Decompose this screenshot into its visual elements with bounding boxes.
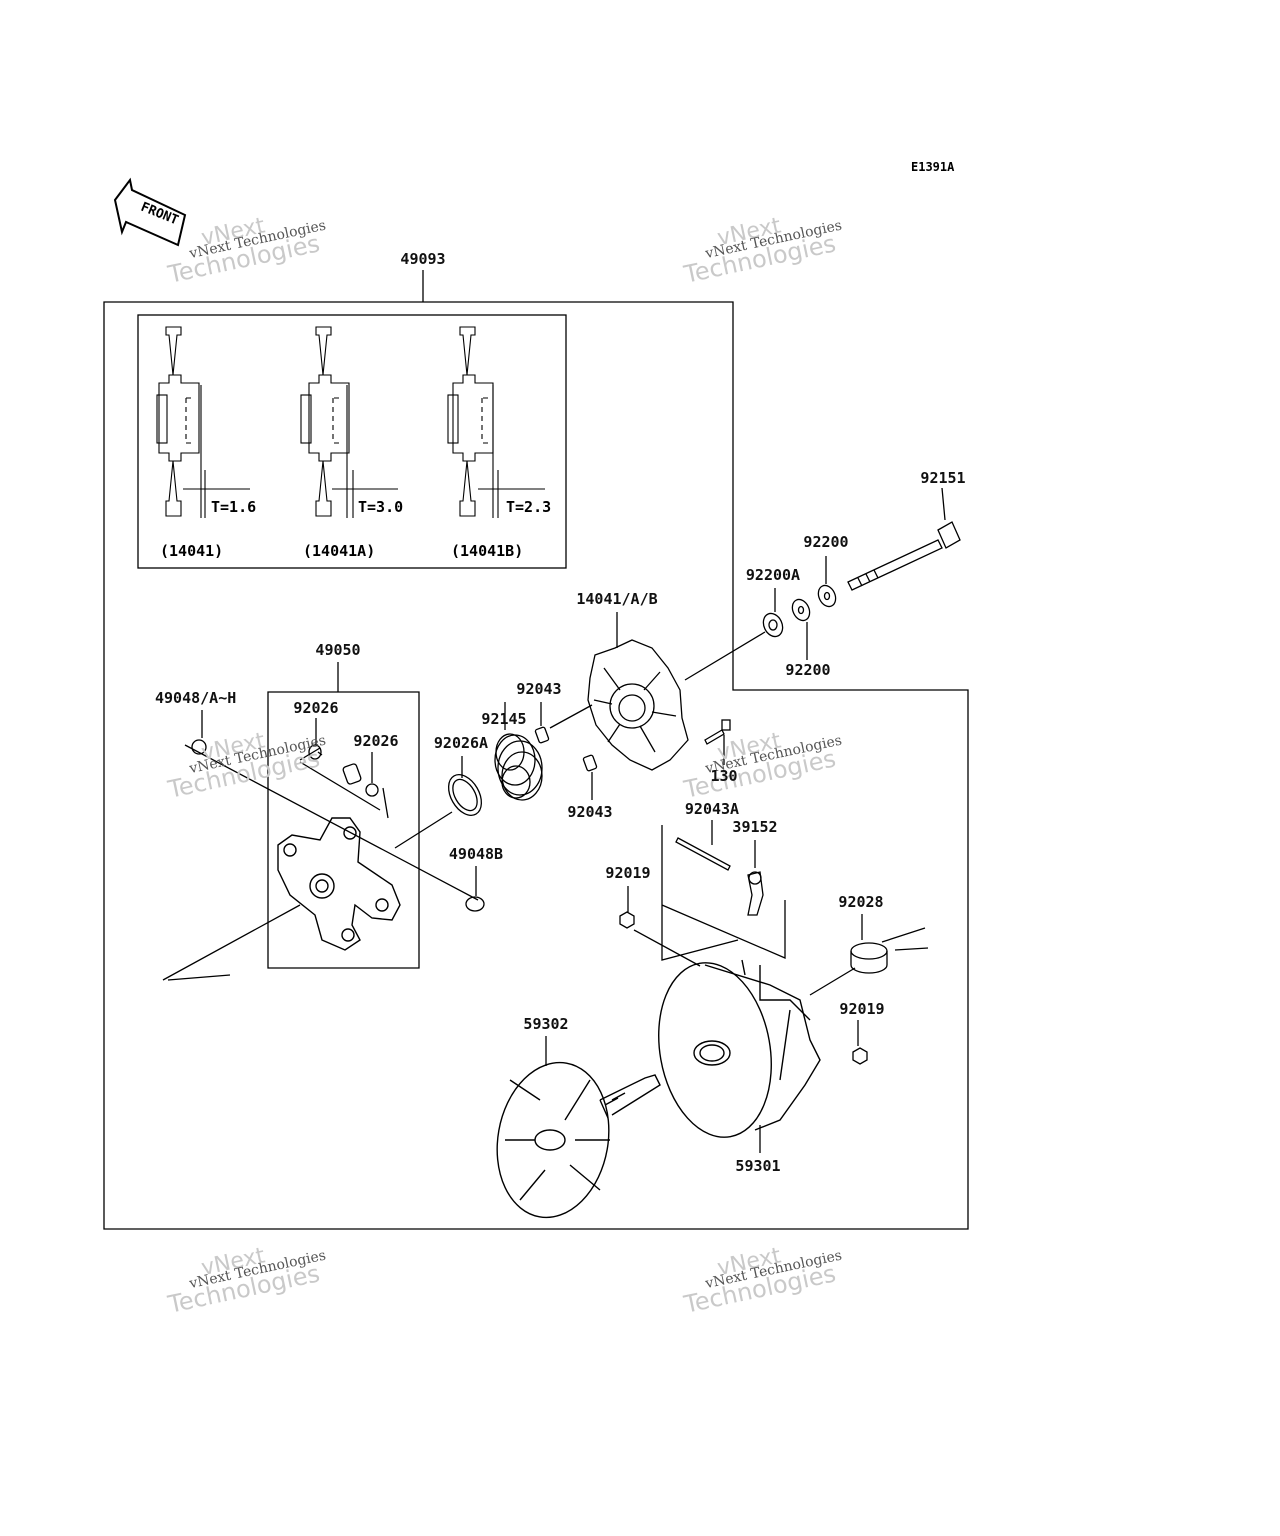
- callout-49050[interactable]: 49050: [315, 641, 361, 659]
- callout-92200-bottom[interactable]: 92200: [785, 661, 831, 679]
- bushing-92026: [342, 763, 362, 785]
- screw-130: [704, 719, 731, 745]
- bushing-92200A: [762, 612, 784, 638]
- shaft-92043A: [675, 837, 731, 871]
- callout-92200A[interactable]: 92200A: [745, 566, 801, 584]
- inset-section-14041B: [447, 326, 545, 518]
- callout-130[interactable]: 130: [710, 767, 738, 785]
- callout-92026-b[interactable]: 92026: [353, 732, 399, 750]
- callout-92043-bottom[interactable]: 92043: [567, 803, 613, 821]
- inset-part-3: (14041B): [451, 542, 524, 560]
- callout-92043-top[interactable]: 92043: [516, 680, 562, 698]
- inset-box: [137, 314, 567, 569]
- diagram-code: E1391A: [911, 160, 955, 174]
- callout-59302[interactable]: 59302: [523, 1015, 569, 1033]
- callout-49048[interactable]: 49048/A~H: [155, 689, 237, 707]
- bolt-92151: [847, 521, 961, 591]
- bushing-92028: [850, 942, 888, 974]
- inset-part-1: (14041): [160, 542, 224, 560]
- inset-section-14041: [156, 326, 250, 518]
- callout-92200-top[interactable]: 92200: [803, 533, 849, 551]
- callout-39152[interactable]: 39152: [732, 818, 778, 836]
- callout-49048B[interactable]: 49048B: [448, 845, 504, 863]
- inset-section-14041A: [300, 326, 398, 518]
- callout-59301[interactable]: 59301: [735, 1157, 781, 1175]
- spider-14041: [587, 639, 689, 771]
- callout-92019-a[interactable]: 92019: [605, 864, 651, 882]
- weight-49048B: [465, 896, 485, 912]
- washer-92200-bottom: [791, 598, 811, 622]
- callout-92043A[interactable]: 92043A: [684, 800, 740, 818]
- cam-arm-49050: [277, 817, 401, 951]
- nut-92019-b: [852, 1047, 868, 1065]
- inset-thickness-1: T=1.6: [211, 498, 257, 516]
- spring-92145: [494, 733, 543, 801]
- callout-92026A[interactable]: 92026A: [433, 734, 489, 752]
- callout-92026-a[interactable]: 92026: [293, 699, 339, 717]
- assembly-outline: [103, 301, 969, 1230]
- inset-part-2: (14041A): [303, 542, 376, 560]
- washer-92026-b: [365, 783, 379, 797]
- pin-92043-top: [534, 726, 550, 744]
- callout-92028[interactable]: 92028: [838, 893, 884, 911]
- inset-thickness-2: T=3.0: [358, 498, 404, 516]
- washer-92026-a: [308, 744, 322, 760]
- sheave-59302: [496, 1061, 661, 1219]
- inset-thickness-3: T=2.3: [506, 498, 552, 516]
- sheave-59301: [658, 959, 821, 1138]
- pin-92043-bottom: [582, 754, 598, 772]
- washer-92026A: [447, 774, 483, 816]
- front-label: FRONT: [139, 200, 181, 229]
- weight-49048: [191, 739, 207, 755]
- callout-92019-b[interactable]: 92019: [839, 1000, 885, 1018]
- roller-arm-39152: [747, 871, 764, 916]
- callout-92151[interactable]: 92151: [920, 469, 966, 487]
- subassembly-49050-outline: [267, 691, 420, 969]
- callout-14041[interactable]: 14041/A/B: [576, 590, 658, 608]
- front-arrow-icon: [113, 177, 187, 247]
- callout-92145[interactable]: 92145: [481, 710, 527, 728]
- nut-92019-a: [619, 911, 635, 929]
- washer-92200-top: [817, 584, 837, 608]
- callout-49093[interactable]: 49093: [400, 250, 446, 268]
